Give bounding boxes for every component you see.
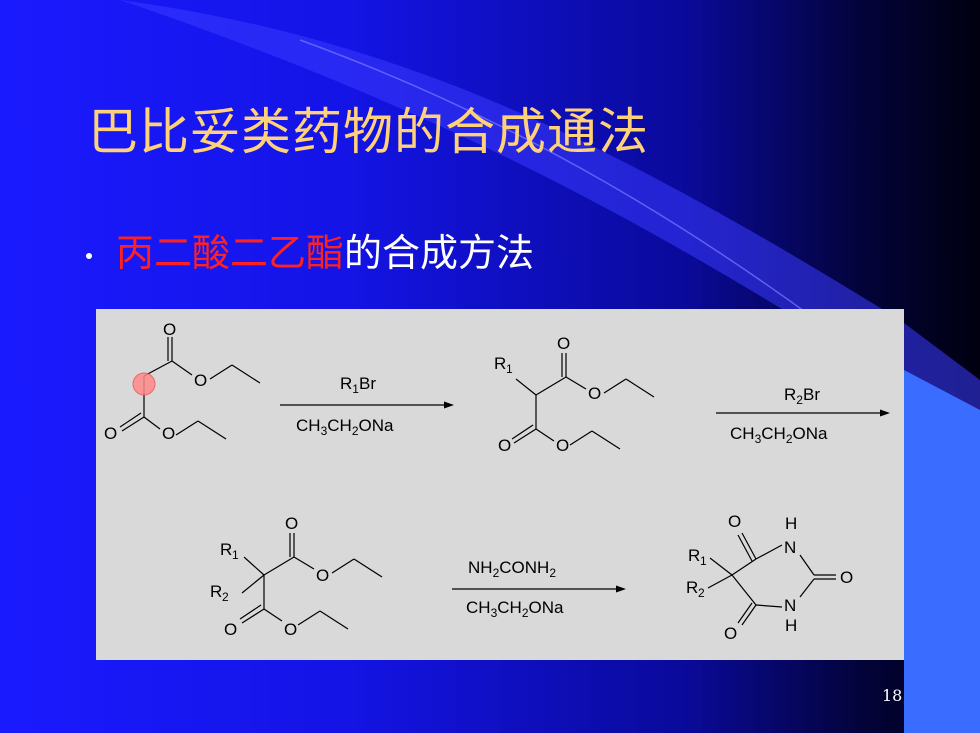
atom-subscript: 1 [700,554,707,568]
slide-title: 巴比妥类药物的合成通法 [88,103,649,161]
atom-subscript: 2 [698,586,705,600]
atom-label-n: N [784,538,796,557]
atom-label-o: O [557,334,570,353]
atom-subscript: 2 [222,590,229,604]
step2-reagent: R2Br [784,385,820,407]
alpha-carbon-marker-icon [132,372,156,396]
atom-label-o: O [840,568,853,587]
step2-solvent: CH3CH2ONa [730,424,828,446]
atom-label-r: R [494,354,506,373]
slide-number: 18 [882,686,903,705]
atom-label-r: R [686,578,698,597]
bullet-text: 的合成方法 [344,231,535,275]
atom-subscript: 1 [506,362,513,376]
atom-label-r: R [220,540,232,559]
arrow-head-2-icon [880,409,890,417]
atom-label-r: R [210,582,222,601]
atom-label-o: O [316,566,329,585]
atom-label-o: O [724,624,737,643]
atom-label-o: O [194,371,207,390]
arrow-head-1-icon [444,401,454,409]
atom-label-h: H [785,616,797,635]
step3-solvent: CH3CH2ONa [466,598,564,620]
bullet-dot-icon [86,252,92,259]
atom-label-r: R [688,546,700,565]
arrow-head-3-icon [616,585,626,593]
reaction-scheme-panel: O O O O R1Br CH3CH2ONa R 1 O O O O R2Br … [96,309,904,660]
atom-label-o: O [588,384,601,403]
reaction-scheme-svg: O O O O R1Br CH3CH2ONa R 1 O O O O R2Br … [104,320,890,643]
atom-label-o: O [224,620,237,639]
atom-label-o: O [163,320,176,339]
bullet-item: 丙二酸二乙酯的合成方法 [86,222,534,277]
atom-label-o: O [285,514,298,533]
atom-label-o: O [162,424,175,443]
atom-label-n: N [784,596,796,615]
bullet-highlight-text: 丙二酸二乙酯 [116,231,345,275]
atom-label-h: H [785,514,797,533]
atom-label-o: O [728,512,741,531]
step1-reagent: R1Br [340,374,376,396]
step1-solvent: CH3CH2ONa [296,416,394,438]
atom-label-o: O [104,424,117,443]
atom-label-o: O [284,620,297,639]
step3-reagent: NH2CONH2 [468,558,556,580]
atom-label-o: O [556,436,569,455]
atom-subscript: 1 [232,548,239,562]
atom-label-o: O [498,436,511,455]
